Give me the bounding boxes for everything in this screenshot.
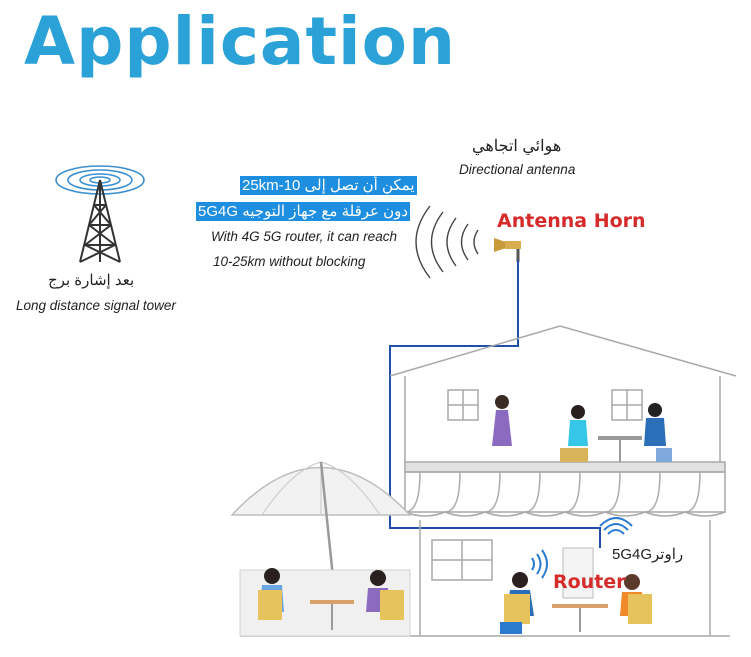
antenna-signal-waves-icon: [415, 205, 479, 279]
reach-line2-ar: دون عرقلة مع جهاز التوجيه 5G4G: [196, 202, 411, 221]
antenna-horn-icon: [494, 238, 521, 262]
router-label: Router: [553, 571, 626, 593]
reach-line1-en: With 4G 5G router, it can reach: [211, 229, 397, 244]
antenna-label-en: Directional antenna: [459, 162, 576, 177]
wifi-icon-left: [531, 549, 548, 579]
balcony-people-illustration: [492, 395, 672, 462]
tower-label-ar: بعد إشارة برج: [48, 272, 135, 289]
tower-label-en: Long distance signal tower: [16, 298, 176, 313]
router-scene-illustration: [500, 547, 652, 634]
router-label-ar: 5G4Gراوتر: [612, 546, 684, 563]
house-illustration: [240, 325, 737, 637]
umbrella-scene-illustration: [230, 461, 412, 637]
reach-line2-en: 10-25km without blocking: [213, 254, 366, 269]
reach-line1-ar: يمكن أن تصل إلى 10-25km: [240, 176, 417, 195]
antenna-horn-label: Antenna Horn: [497, 210, 646, 232]
wifi-icon: [599, 517, 633, 535]
antenna-label-ar: هوائي اتجاهي: [472, 138, 562, 155]
page-title: Application: [24, 3, 456, 80]
antenna-cable: [389, 260, 601, 548]
signal-tower-icon: [55, 165, 145, 263]
